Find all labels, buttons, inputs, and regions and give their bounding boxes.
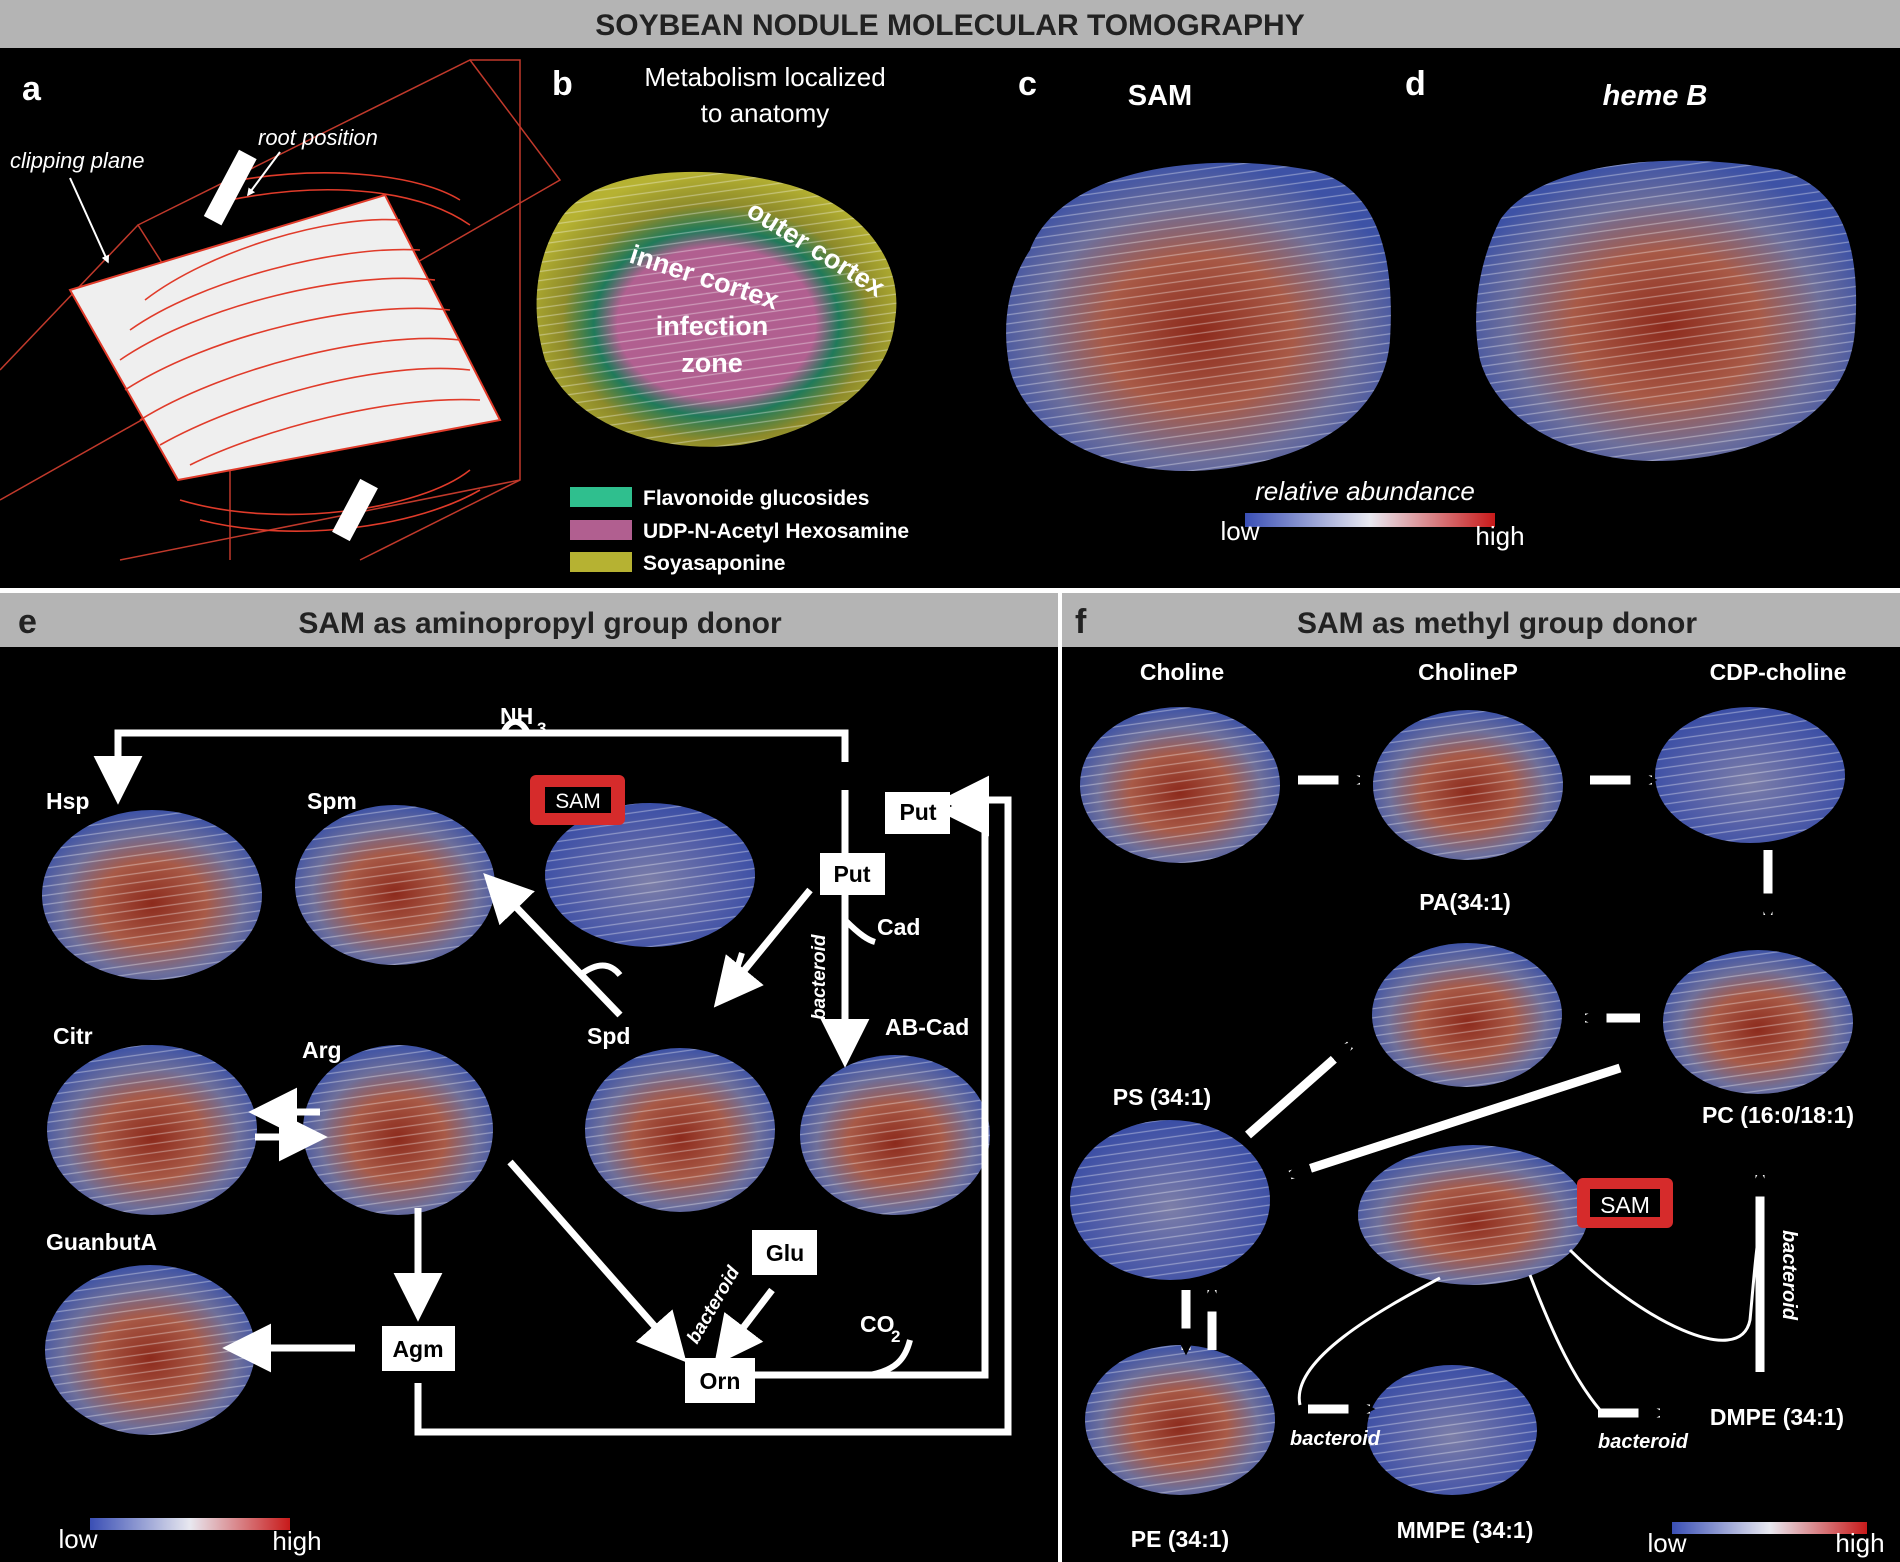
- panel-a-letter: a: [22, 70, 42, 108]
- contour-lines: [119, 172, 481, 532]
- node-box-put1: [885, 792, 950, 834]
- panel-e-blobs: [42, 803, 990, 1435]
- panel-d-letter: d: [1405, 65, 1426, 103]
- node-put2: Put: [833, 861, 870, 887]
- bacteroid-label-e1: bacteroid: [809, 934, 830, 1020]
- bacteroid-label-f3: bacteroid: [1778, 1230, 1800, 1321]
- node-box-orn: [685, 1358, 755, 1403]
- node-box-glu: [752, 1230, 817, 1275]
- panel-e-arrows: [93, 718, 1012, 1436]
- legend-label-flavonoide: Flavonoide glucosides: [643, 487, 869, 510]
- panel-f-arrows: [1172, 766, 1782, 1427]
- panel-f-header: SAM as methyl group donor: [1297, 607, 1697, 640]
- panel-b-title-line2: to anatomy: [701, 98, 830, 128]
- node-spm: Spm: [307, 788, 357, 814]
- panel-f: f SAM as methyl group donor: [1062, 593, 1900, 1562]
- node-ps: PS (34:1): [1113, 1084, 1211, 1110]
- legend-label-udp: UDP-N-Acetyl Hexosamine: [643, 520, 909, 543]
- root-marker-bottom: [332, 478, 378, 542]
- colorbar-e-low: low: [58, 1524, 97, 1554]
- panel-d-label: heme B: [1603, 80, 1708, 112]
- legend-swatch-flavonoide: [570, 487, 632, 507]
- panel-c-label: SAM: [1128, 80, 1192, 112]
- node-co2: CO: [860, 1311, 895, 1337]
- node-cad: Cad: [877, 914, 920, 940]
- node-spd: Spd: [587, 1023, 630, 1049]
- panel-b-letter: b: [552, 65, 573, 103]
- panel-e: e SAM as aminopropyl group donor: [0, 593, 1058, 1562]
- colorbar-f-gradient: [1672, 1522, 1867, 1534]
- node-box-agm: [382, 1326, 455, 1371]
- panel-a: a root position: [0, 59, 562, 561]
- node-nh3: NH: [500, 703, 533, 729]
- panel-d: d heme B: [1405, 65, 1857, 462]
- infection-zone-label2: zone: [681, 348, 743, 378]
- legend-label-soyasaponine: Soyasaponine: [643, 552, 785, 575]
- anatomy-legend: Flavonoide glucosides UDP-N-Acetyl Hexos…: [570, 487, 909, 575]
- colorbar-e: low high: [58, 1518, 322, 1556]
- node-put1: Put: [899, 799, 936, 825]
- colorbar-f: low high: [1647, 1522, 1885, 1558]
- colorbar-top-gradient: [1245, 513, 1495, 527]
- node-abcad: AB-Cad: [885, 1014, 969, 1040]
- node-hsp: Hsp: [46, 788, 89, 814]
- node-sam: SAM: [555, 790, 601, 813]
- panel-c: c SAM: [1006, 65, 1391, 472]
- node-sam-f: SAM: [1600, 1192, 1650, 1218]
- clipping-plane-label: clipping plane: [10, 148, 145, 173]
- panel-c-letter: c: [1018, 65, 1037, 103]
- node-box-put2: [820, 853, 885, 895]
- node-dmpe: DMPE (34:1): [1710, 1404, 1844, 1430]
- panel-f-header-bg: [1062, 593, 1900, 647]
- node-citr: Citr: [53, 1023, 93, 1049]
- node-mmpe: MMPE (34:1): [1397, 1517, 1534, 1543]
- clipping-plane-surface: [70, 195, 500, 480]
- root-marker-top: [203, 149, 257, 226]
- node-agm: Agm: [392, 1336, 443, 1362]
- title-bar: [0, 0, 1900, 48]
- colorbar-e-high: high: [272, 1526, 321, 1556]
- panel-e-header-bg: [0, 593, 1058, 647]
- node-guanbuta: GuanbutA: [46, 1229, 157, 1255]
- infection-zone-label1: infection: [656, 311, 769, 341]
- node-cholinep: CholineP: [1418, 659, 1518, 685]
- colorbar-top: relative abundance low high: [1220, 476, 1524, 551]
- colorbar-e-gradient: [90, 1518, 290, 1530]
- node-co2-sub: 2: [891, 1327, 900, 1346]
- node-nh3-sub: 3: [537, 719, 546, 738]
- panel-e-node-boxes: [382, 775, 950, 1403]
- bacteroid-label-f1: bacteroid: [1290, 1428, 1381, 1450]
- colorbar-top-high: high: [1475, 521, 1524, 551]
- node-orn: Orn: [700, 1368, 741, 1394]
- node-arg: Arg: [302, 1037, 342, 1063]
- node-choline: Choline: [1140, 659, 1224, 685]
- bacteroid-label-f2: bacteroid: [1598, 1431, 1689, 1453]
- legend-swatch-soyasaponine: [570, 552, 632, 572]
- colorbar-f-low: low: [1647, 1528, 1686, 1558]
- node-glu: Glu: [766, 1240, 804, 1266]
- root-position-label: root position: [258, 125, 378, 150]
- panel-f-blobs: [1070, 707, 1853, 1495]
- colorbar-top-title: relative abundance: [1255, 476, 1475, 506]
- node-cdpcholine: CDP-choline: [1710, 659, 1847, 685]
- colorbar-top-low: low: [1220, 516, 1259, 546]
- legend-swatch-udp: [570, 520, 632, 540]
- node-pc: PC (16:0/18:1): [1702, 1102, 1854, 1128]
- panel-b-title-line1: Metabolism localized: [644, 62, 885, 92]
- panel-f-labels: SAM Choline CholineP CDP-choline PA(34:1…: [1113, 659, 1854, 1552]
- panel-e-header: SAM as aminopropyl group donor: [298, 607, 782, 640]
- panel-e-letter: e: [18, 603, 37, 641]
- node-pa: PA(34:1): [1419, 889, 1511, 915]
- node-pe: PE (34:1): [1131, 1526, 1229, 1552]
- panel-f-letter: f: [1075, 603, 1087, 641]
- figure-title: SOYBEAN NODULE MOLECULAR TOMOGRAPHY: [595, 9, 1304, 42]
- colorbar-f-high: high: [1835, 1528, 1884, 1558]
